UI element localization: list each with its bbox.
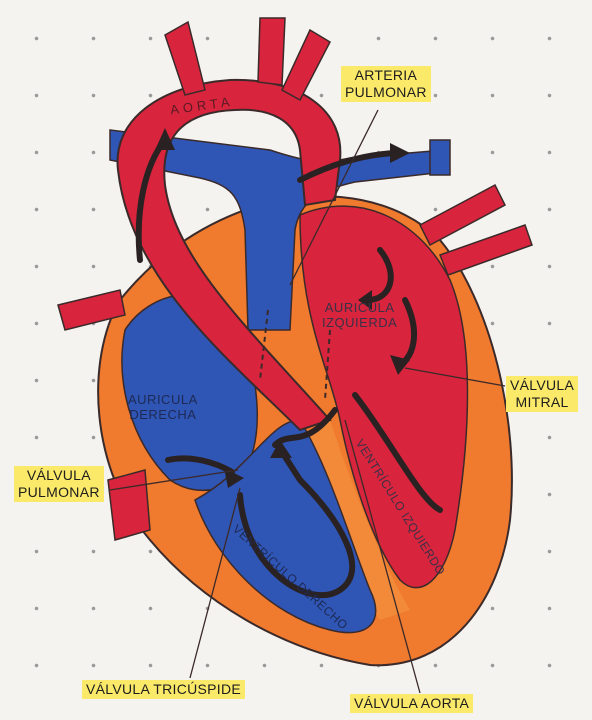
auricula-izquierda-line1: AURICULA [322, 300, 397, 315]
vein-left-lower [108, 470, 150, 540]
label-valvula-mitral-line1: VÁLVULA [510, 377, 574, 394]
auricula-izquierda-line2: IZQUIERDA [322, 315, 397, 330]
chamber-label-auricula-izquierda: AURICULA IZQUIERDA [322, 300, 397, 330]
label-valvula-aorta-text: VÁLVULA AORTA [354, 695, 469, 711]
chamber-label-auricula-derecha: AURICULA DERECHA [128, 392, 198, 422]
label-arteria-pulmonar: ARTERIA PULMONAR [341, 66, 431, 102]
aorta-branch-1 [165, 22, 205, 95]
label-valvula-pulmonar-line1: VÁLVULA [18, 467, 100, 484]
auricula-derecha-line1: AURICULA [128, 392, 198, 407]
label-valvula-tricuspide: VÁLVULA TRICÚSPIDE [82, 680, 245, 699]
vena-cava-stub [430, 140, 450, 175]
label-valvula-mitral: VÁLVULA MITRAL [506, 376, 578, 412]
label-arteria-pulmonar-line2: PULMONAR [345, 84, 427, 101]
aorta-branch-3 [282, 30, 330, 100]
label-valvula-mitral-line2: MITRAL [510, 394, 574, 411]
label-valvula-pulmonar-line2: PULMONAR [18, 484, 100, 501]
label-valvula-aorta: VÁLVULA AORTA [350, 694, 473, 713]
label-arteria-pulmonar-line1: ARTERIA [345, 67, 427, 84]
label-valvula-tricuspide-text: VÁLVULA TRICÚSPIDE [86, 681, 241, 697]
label-valvula-pulmonar: VÁLVULA PULMONAR [14, 466, 104, 502]
aorta-branch-2 [258, 18, 285, 85]
auricula-derecha-line2: DERECHA [128, 407, 198, 422]
